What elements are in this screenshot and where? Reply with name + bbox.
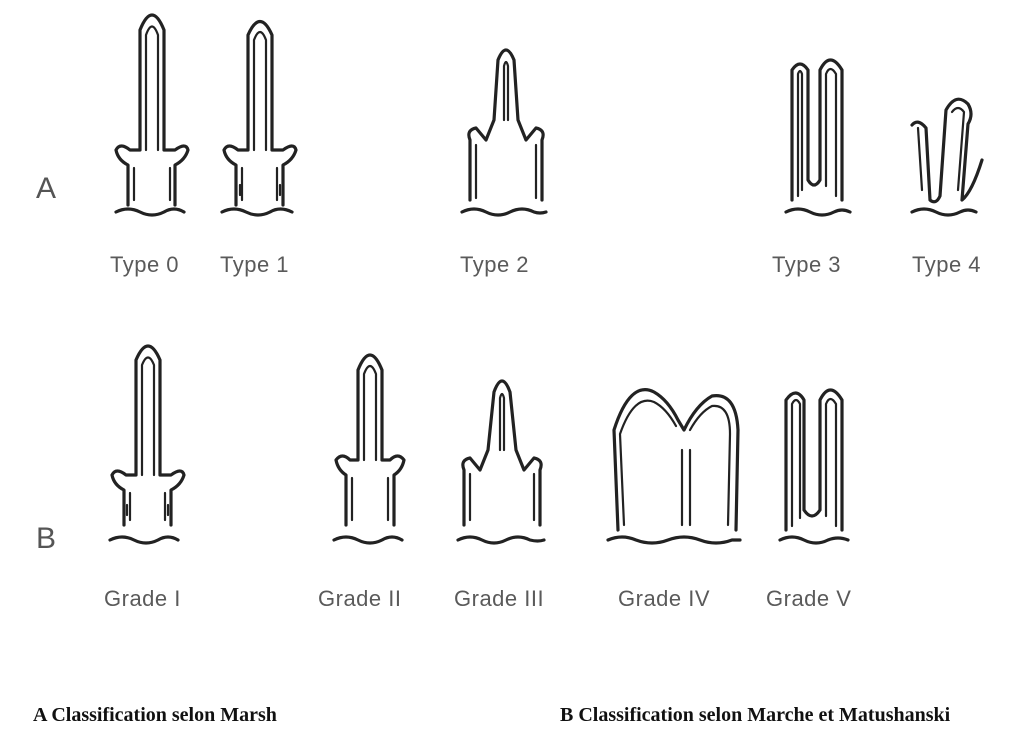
caption-marsh: A Classification selon Marsh: [33, 704, 277, 727]
villus-type-3: [786, 60, 850, 215]
villus-grade-4: [608, 390, 740, 543]
villus-type-4: [912, 99, 982, 215]
villus-grade-5: [780, 390, 848, 543]
row-a-letter: A: [36, 172, 56, 205]
label-type-4: Type 4: [912, 252, 981, 277]
label-type-3: Type 3: [772, 252, 841, 277]
label-grade-3: Grade III: [454, 586, 544, 611]
label-grade-4: Grade IV: [618, 586, 710, 611]
villus-type-1: [222, 22, 296, 216]
label-grade-1: Grade I: [104, 586, 181, 611]
label-grade-5: Grade V: [766, 586, 851, 611]
villus-grade-3: [458, 381, 544, 543]
label-grade-2: Grade II: [318, 586, 401, 611]
villus-grade-1: [110, 346, 184, 543]
caption-marche-matushanski: B Classification selon Marche et Matusha…: [560, 704, 950, 727]
villus-type-2: [462, 50, 546, 215]
label-type-0: Type 0: [110, 252, 179, 277]
label-type-2: Type 2: [460, 252, 529, 277]
row-b-letter: B: [36, 522, 56, 555]
villus-type-0: [116, 15, 188, 215]
label-type-1: Type 1: [220, 252, 289, 277]
villus-grade-2: [334, 355, 404, 543]
